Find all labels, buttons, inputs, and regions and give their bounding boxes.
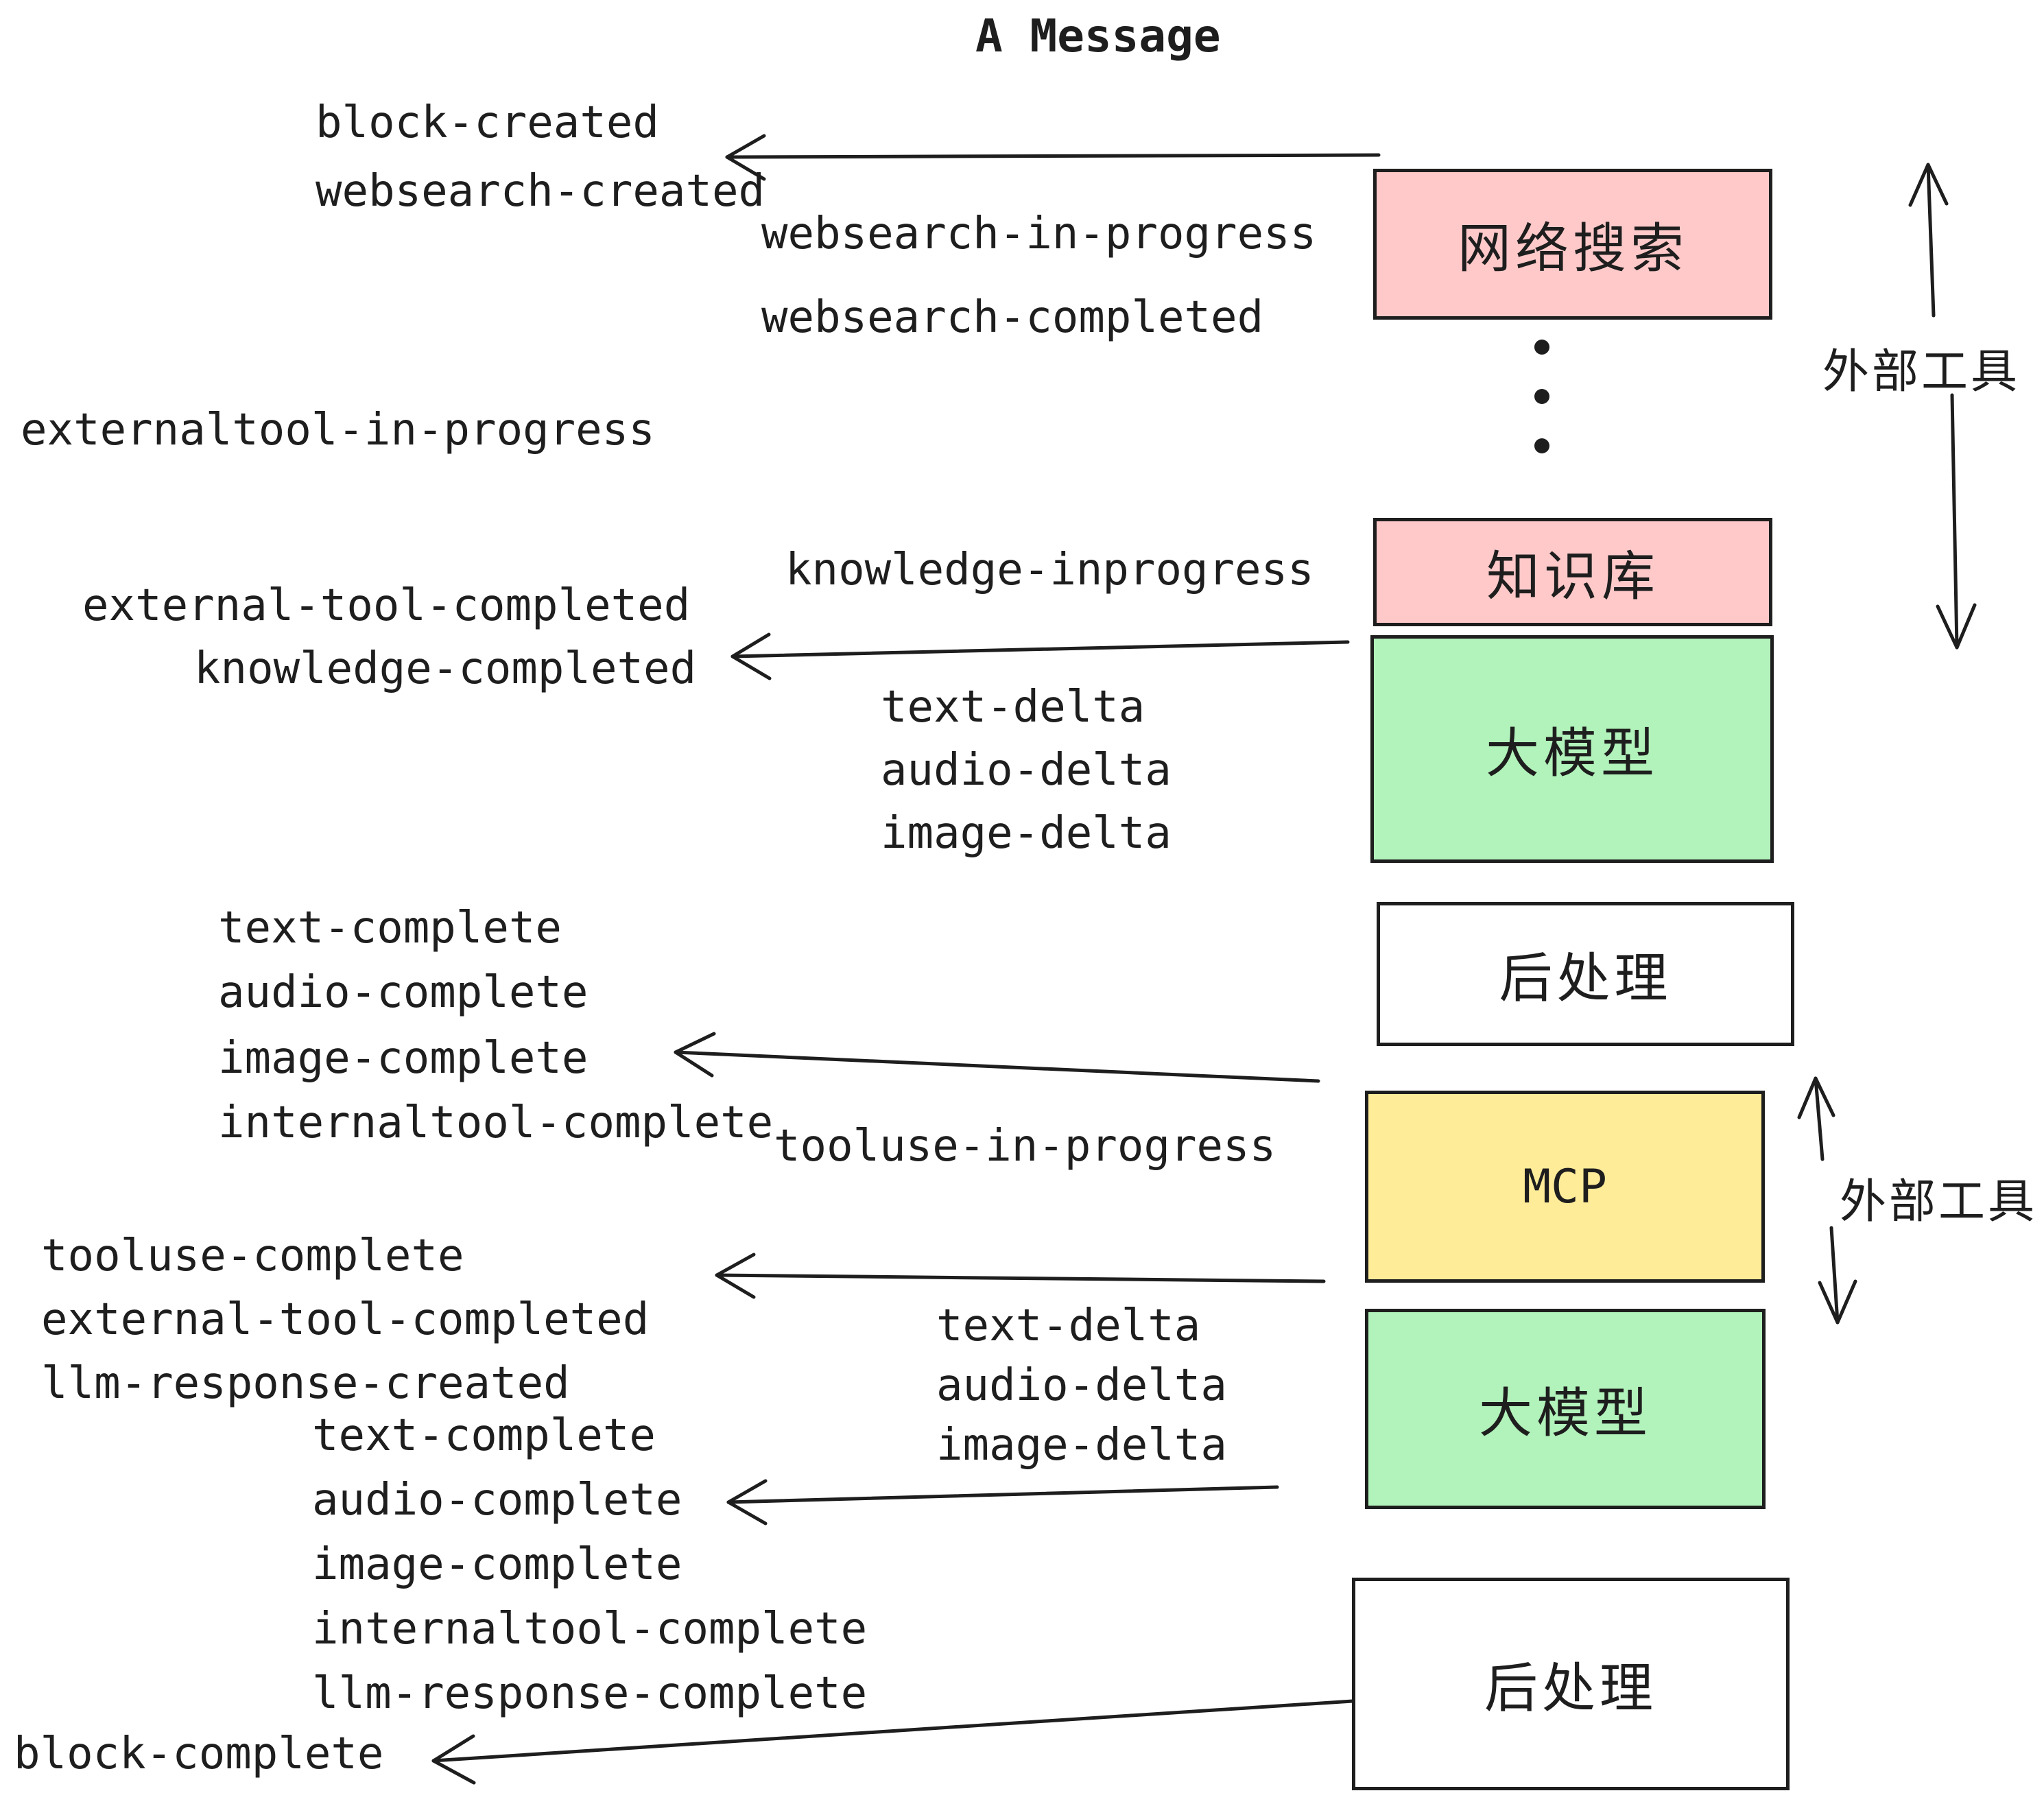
arrow-mcp-to-completed (715, 1253, 1326, 1299)
event-label-internaltool-complete-2: internaltool-complete (312, 1604, 868, 1654)
event-label-text-delta-2: text-delta (936, 1301, 1201, 1351)
box-knowledge: 知识库 (1373, 518, 1772, 626)
box-mcp-label: MCP (1523, 1159, 1607, 1214)
box-llm-1-label: 大模型 (1485, 723, 1659, 783)
arrow-llm2-to-complete (726, 1479, 1279, 1526)
box-llm-2-label: 大模型 (1478, 1383, 1652, 1443)
diagram-title: A Message (975, 10, 1221, 62)
arrow-knowledge-to-completed (730, 632, 1350, 680)
event-label-llm-response-complete: llm-response-complete (312, 1668, 868, 1719)
arrow-external-tools-down-2 (1818, 1226, 1857, 1325)
arrow-postprocess-to-complete (674, 1032, 1320, 1083)
event-label-image-complete-1: image-complete (218, 1033, 589, 1084)
arrow-external-tools-down-1 (1936, 393, 1977, 650)
event-label-block-created: block-created (316, 97, 659, 148)
event-label-text-complete-2: text-complete (312, 1410, 656, 1461)
event-label-audio-complete-2: audio-complete (312, 1475, 682, 1526)
arrow-websearch-to-created (725, 134, 1381, 181)
box-postprocess-2: 后处理 (1352, 1578, 1790, 1790)
event-label-block-complete: block-complete (14, 1729, 384, 1779)
event-label-tooluse-complete: tooluse-complete (41, 1231, 464, 1281)
box-postprocess-1: 后处理 (1377, 902, 1794, 1046)
external-tools-label-lower: 外部工具 (1840, 1176, 2038, 1228)
event-label-image-delta-1: image-delta (881, 808, 1172, 859)
event-label-llm-response-created: llm-response-created (41, 1358, 570, 1409)
event-label-knowledge-completed: knowledge-completed (194, 643, 697, 694)
arrow-postprocess2-to-block-complete (431, 1699, 1355, 1785)
box-postprocess-2-label: 后处理 (1484, 1658, 1657, 1718)
arrow-external-tools-up-2 (1797, 1076, 1835, 1161)
arrow-external-tools-up-1 (1908, 163, 1949, 318)
ellipsis-dots-icon (1534, 340, 1549, 453)
event-label-image-complete-2: image-complete (312, 1539, 682, 1590)
event-label-text-delta-1: text-delta (881, 682, 1145, 733)
event-label-text-complete-1: text-complete (218, 903, 562, 953)
event-label-externaltool-in-progress: externaltool-in-progress (21, 405, 655, 455)
box-websearch-label: 网络搜索 (1457, 218, 1688, 278)
event-label-audio-complete-1: audio-complete (218, 967, 589, 1018)
box-llm-1: 大模型 (1370, 635, 1774, 863)
box-knowledge-label: 知识库 (1486, 546, 1659, 606)
event-label-knowledge-inprogress: knowledge-inprogress (785, 545, 1314, 595)
event-label-websearch-created: websearch-created (316, 166, 765, 217)
event-label-websearch-in-progress: websearch-in-progress (761, 209, 1317, 259)
event-label-external-tool-completed-1: external-tool-completed (82, 580, 691, 631)
event-label-external-tool-completed-2: external-tool-completed (41, 1294, 650, 1345)
box-postprocess-1-label: 后处理 (1499, 948, 1672, 1008)
box-mcp: MCP (1365, 1091, 1765, 1283)
event-label-websearch-completed: websearch-completed (761, 292, 1264, 343)
box-websearch: 网络搜索 (1373, 169, 1772, 320)
event-label-internaltool-complete-1: internaltool-complete (218, 1097, 774, 1148)
box-llm-2: 大模型 (1365, 1309, 1766, 1509)
event-label-audio-delta-2: audio-delta (936, 1360, 1227, 1411)
event-label-tooluse-in-progress: tooluse-in-progress (774, 1121, 1276, 1172)
event-label-audio-delta-1: audio-delta (881, 745, 1172, 796)
external-tools-label-upper: 外部工具 (1822, 346, 2021, 398)
event-label-image-delta-2: image-delta (936, 1420, 1227, 1471)
